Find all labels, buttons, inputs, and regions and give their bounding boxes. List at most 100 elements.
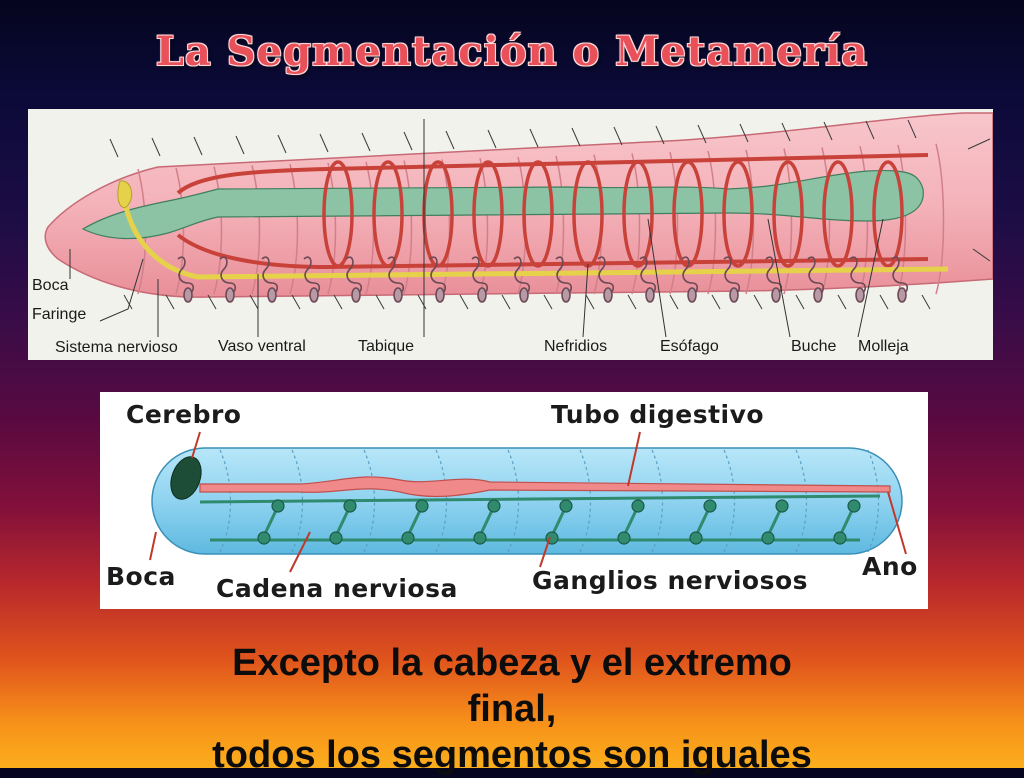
bristle bbox=[865, 120, 875, 140]
nephridium bbox=[261, 256, 279, 296]
leader-lines bbox=[69, 119, 884, 338]
vessel-loop bbox=[822, 160, 854, 268]
nephridium bbox=[219, 256, 237, 296]
bristle bbox=[711, 294, 721, 310]
nephridium-bulb bbox=[855, 287, 865, 303]
bristle bbox=[319, 133, 329, 153]
nephridium-bulb bbox=[603, 287, 613, 303]
ganglion bbox=[559, 499, 573, 513]
bristle bbox=[585, 294, 595, 310]
bristle bbox=[921, 294, 931, 310]
leader-lines-bottom bbox=[149, 431, 907, 573]
label-boca: Boca bbox=[32, 277, 69, 294]
segment-ring bbox=[403, 160, 413, 295]
ganglion bbox=[703, 499, 717, 513]
earthworm-anatomy-diagram: Boca Faringe Sistema nervioso Vaso ventr… bbox=[28, 109, 993, 360]
nephridium-bulb bbox=[183, 287, 193, 303]
nephridium-bulb bbox=[477, 287, 487, 303]
vessel-loop bbox=[372, 160, 404, 268]
label-ganglios-nerviosos: Ganglios nerviosos bbox=[532, 566, 809, 595]
nephridium-bulb bbox=[309, 287, 319, 303]
segment-ring bbox=[631, 153, 641, 295]
segment-rings bbox=[137, 143, 945, 295]
nephridium-bulb bbox=[771, 287, 781, 303]
bristle bbox=[459, 294, 469, 310]
bristle bbox=[235, 135, 245, 155]
nephridium-bulb bbox=[813, 287, 823, 303]
bristle bbox=[109, 138, 119, 158]
nerve-chain-top bbox=[199, 494, 881, 504]
label-tabique: Tabique bbox=[358, 338, 415, 355]
label-cadena-nerviosa: Cadena nerviosa bbox=[216, 574, 458, 603]
earthworm-illustration bbox=[44, 112, 993, 338]
bristle bbox=[333, 294, 343, 310]
nephridium bbox=[345, 256, 363, 296]
caption-line-1: Excepto la cabeza y el extremo bbox=[232, 642, 792, 684]
nephridium-bulb bbox=[897, 287, 907, 303]
ventral-vessel bbox=[176, 233, 929, 270]
label-tubo-digestivo: Tubo digestivo bbox=[551, 400, 765, 429]
nephridium bbox=[177, 256, 195, 296]
ganglion bbox=[271, 499, 285, 513]
ganglion bbox=[401, 531, 415, 545]
nephridium-bulb bbox=[645, 287, 655, 303]
segment-ring bbox=[897, 144, 907, 295]
bristle bbox=[151, 137, 161, 157]
nephridia bbox=[177, 256, 909, 303]
segment-ring bbox=[251, 165, 261, 295]
bristle bbox=[361, 132, 371, 152]
ganglion bbox=[631, 499, 645, 513]
label-faringe: Faringe bbox=[32, 306, 87, 323]
bristle bbox=[543, 294, 553, 310]
label-molleja: Molleja bbox=[858, 338, 909, 355]
slide-title: La Segmentación o Metamería bbox=[155, 28, 869, 75]
bristle bbox=[529, 128, 539, 148]
vessel-loop bbox=[522, 160, 554, 268]
ganglion bbox=[775, 499, 789, 513]
caption-line-2: final, bbox=[467, 688, 557, 730]
ganglion bbox=[343, 499, 357, 513]
nephridium bbox=[303, 256, 321, 296]
ganglion bbox=[847, 499, 861, 513]
nephridium-bulb bbox=[393, 287, 403, 303]
bristle bbox=[375, 294, 385, 310]
nephridium bbox=[639, 256, 657, 296]
bristle bbox=[907, 119, 917, 139]
segment-ring bbox=[327, 162, 337, 295]
segment-ring bbox=[935, 143, 945, 295]
segment-ring bbox=[175, 167, 185, 295]
bristle bbox=[627, 294, 637, 310]
brain bbox=[170, 456, 202, 500]
segment-ring bbox=[441, 159, 451, 295]
label-cerebro: Cerebro bbox=[126, 400, 242, 429]
bristle bbox=[165, 294, 175, 310]
nephridium bbox=[723, 256, 741, 296]
label-sistema-nervioso: Sistema nervioso bbox=[55, 339, 178, 356]
segment-ring bbox=[479, 158, 489, 295]
ganglion bbox=[761, 531, 775, 545]
nephridium-bulb bbox=[687, 287, 697, 303]
segmented-tube-illustration bbox=[149, 431, 907, 573]
bristle bbox=[571, 127, 581, 147]
vessel-loop bbox=[872, 160, 904, 268]
caption-line-3: todos los segmentos son iguales bbox=[212, 734, 812, 776]
segment-ring bbox=[213, 166, 223, 295]
segment-ring bbox=[289, 164, 299, 295]
nephridium bbox=[429, 256, 447, 296]
bristle bbox=[501, 294, 511, 310]
label-buche: Buche bbox=[791, 338, 837, 355]
nephridium bbox=[849, 256, 867, 296]
nephridium bbox=[387, 256, 405, 296]
gut-tube bbox=[199, 476, 891, 498]
segmentation-schematic: Cerebro Tubo digestivo Boca Cadena nervi… bbox=[100, 392, 928, 609]
label-vaso-ventral: Vaso ventral bbox=[218, 338, 306, 355]
bristle bbox=[669, 294, 679, 310]
ganglion bbox=[415, 499, 429, 513]
label-ano: Ano bbox=[862, 552, 918, 581]
bristle bbox=[123, 294, 133, 310]
nephridium-bulb bbox=[519, 287, 529, 303]
bristle bbox=[967, 138, 991, 150]
nephridium-bulb bbox=[351, 287, 361, 303]
bristle bbox=[879, 294, 889, 310]
bristle bbox=[655, 125, 665, 145]
